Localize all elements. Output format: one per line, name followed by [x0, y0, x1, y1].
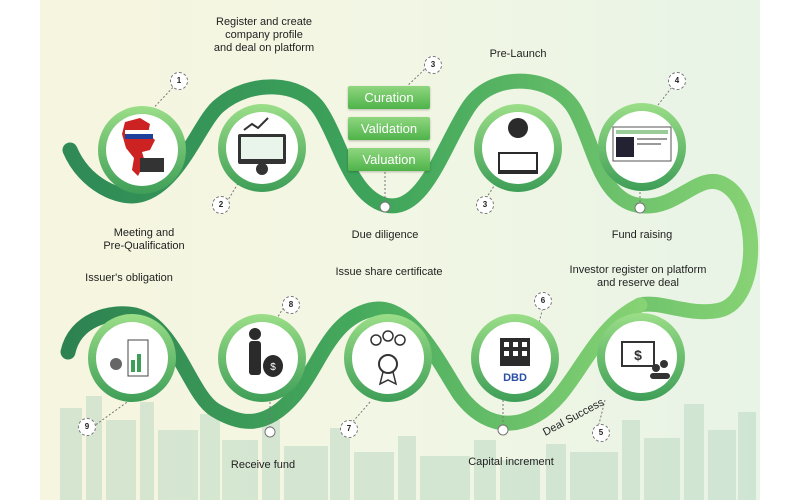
money-bag-icon: $: [249, 328, 283, 377]
step-number-3: 3: [476, 196, 494, 214]
label-text: Meeting and Pre-Qualification: [103, 227, 185, 252]
presenter-laptop-icon: [498, 118, 538, 174]
dbd-building-icon: DBD: [500, 338, 530, 384]
report-chart-icon: [110, 339, 149, 377]
label-pre-launch: Pre-Launch: [489, 48, 547, 60]
investor-monitor-icon: $: [621, 341, 670, 379]
label-meeting-prequalification: Meeting and Pre-Qualification: [88, 227, 200, 253]
svg-text:DBD: DBD: [503, 372, 527, 384]
step-number-3: 3: [424, 56, 442, 74]
svg-text:$: $: [270, 362, 276, 373]
label-issue-share-certificate: Issue share certificate: [335, 266, 443, 278]
step-number-5: 5: [592, 424, 610, 442]
label-investor-register: Investor register on platform and reserv…: [548, 264, 728, 290]
top-ribbon: [62, 73, 759, 320]
validation-box: Validation: [348, 117, 430, 140]
step-number-9: 9: [78, 418, 96, 436]
laptop-chart-icon: [238, 117, 286, 175]
step-number-8: 8: [282, 296, 300, 314]
step-number-4: 4: [668, 72, 686, 90]
label-text: Investor register on platform and reserv…: [569, 264, 707, 289]
label-receive-fund: Receive fund: [230, 459, 296, 471]
thailand-map-icon: [122, 118, 164, 176]
label-capital-increment: Capital increment: [468, 456, 554, 468]
background-panel: [40, 0, 760, 500]
step-number-6: 6: [534, 292, 552, 310]
dashboard-screen-icon: [612, 126, 672, 162]
valuation-box: Valuation: [348, 148, 430, 171]
label-fund-raising: Fund raising: [611, 229, 673, 241]
svg-text:$: $: [634, 347, 642, 363]
label-register-profile: Register and create company profile and …: [194, 16, 334, 55]
label-due-diligence: Due diligence: [351, 229, 419, 241]
certificate-icon: [370, 330, 406, 386]
step-number-7: 7: [340, 420, 358, 438]
step-number-2: 2: [212, 196, 230, 214]
curation-box: Curation: [348, 86, 430, 109]
city-skyline: [60, 396, 756, 500]
step-number-1: 1: [170, 72, 188, 90]
label-issuers-obligation: Issuer's obligation: [85, 272, 173, 284]
label-text: Register and create company profile and …: [213, 16, 315, 54]
